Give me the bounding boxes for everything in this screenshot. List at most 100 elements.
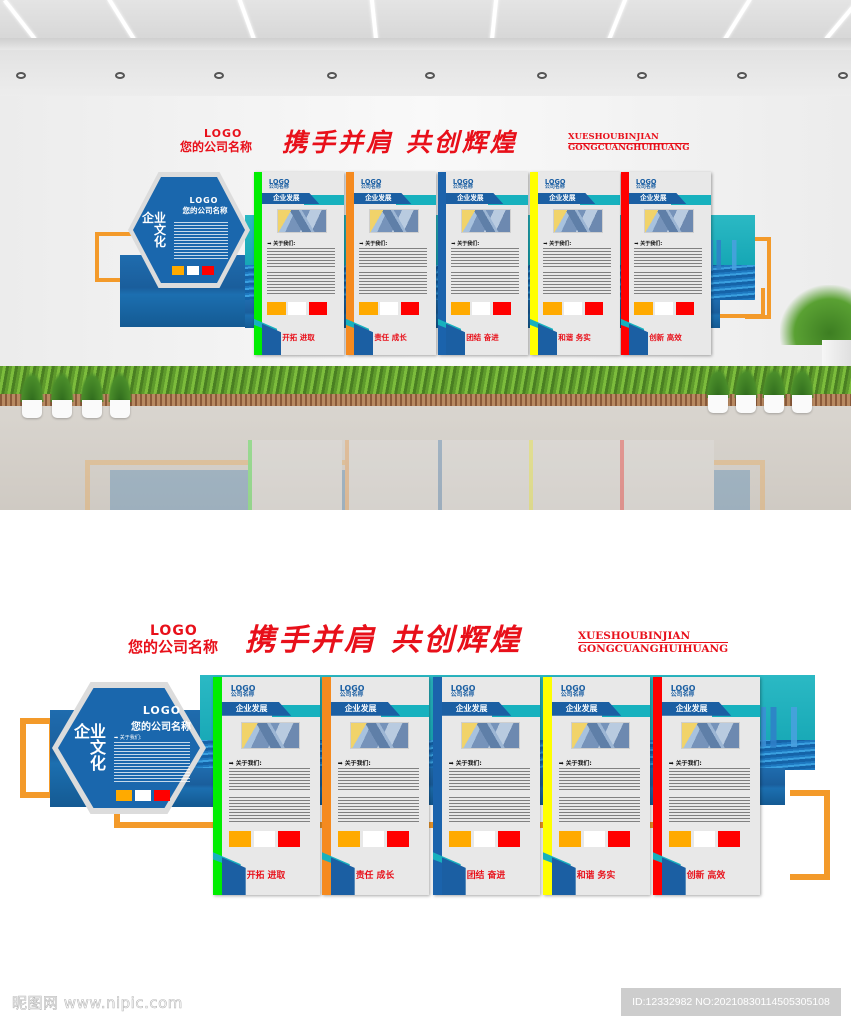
panel-corner-accent (661, 857, 686, 895)
panel-photo-buildings (680, 721, 741, 750)
panel-motto: 创新 高效 (686, 871, 726, 882)
panel-color-stripe (653, 677, 662, 895)
panel-corner-accent (628, 323, 649, 355)
panel-color-stripe (322, 677, 331, 895)
panel-company-name: 公司名称 (450, 691, 475, 698)
panel-photo-buildings (553, 209, 603, 233)
panel-corner-accent (330, 857, 355, 895)
ceiling-lip (0, 38, 851, 50)
panel-about-label: ➡ 关于我们: (451, 241, 480, 248)
panel-logo: LOGO (339, 683, 365, 693)
panel-motto: 责任 成长 (374, 333, 407, 343)
panel-photo-buildings (277, 209, 327, 233)
panel-photo-buildings (461, 209, 511, 233)
hex-culture-panel: LOGO 您的公司名称 ➡ 关于我们: 企业 文 化 (52, 682, 206, 814)
header-slogan: 携手并肩 共创辉煌 (245, 623, 523, 658)
panel-heading: 企业发展 (221, 701, 292, 716)
panel-color-stripe (438, 172, 446, 355)
panel-corner-accent (221, 857, 246, 895)
watermark-id: ID:12332982 NO:20210830114505305108 (621, 988, 841, 1016)
culture-panel: LOGO 公司名称 企业发展 ➡ 关于我们: 团结 奋进 (433, 677, 540, 895)
panel-motto: 团结 奋进 (466, 871, 506, 882)
panel-heading: 企业发展 (551, 701, 622, 716)
panel-about-label: ➡ 关于我们: (543, 241, 572, 248)
panel-motto: 和谐 务实 (558, 333, 591, 343)
panel-logo: LOGO (635, 177, 657, 186)
panel-company-name: 公司名称 (560, 691, 585, 698)
culture-panel: LOGO 公司名称 企业发展 ➡ 关于我们: 创新 高效 (621, 172, 711, 355)
ceiling (0, 0, 851, 42)
panel-corner-accent (537, 323, 558, 355)
hex-panel-preview: LOGO 您的公司名称 企业 文 化 (128, 172, 250, 288)
hex-color-swatches (116, 790, 170, 801)
panel-body-text (668, 768, 750, 792)
panel-body-text (267, 272, 336, 294)
panel-company-name: 公司名称 (230, 691, 255, 698)
panel-body-text (267, 248, 336, 269)
panel-color-stripe (543, 677, 552, 895)
panel-body-text (228, 768, 310, 792)
header-pinyin: XUESHOUBINJIAN GONGCUANGHUIHUANG (578, 630, 729, 656)
panel-color-swatches (451, 301, 512, 315)
panel-body-text (448, 796, 530, 823)
panel-motto: 和谐 务实 (576, 871, 616, 882)
panel-motto: 责任 成长 (355, 871, 395, 882)
panel-color-stripe (530, 172, 538, 355)
panel-photo-buildings (240, 721, 301, 750)
wall-design-flat: LOGO 您的公司名称 ➡ 关于我们: 企业 文 化 LOGO 公司名称 企业发… (0, 600, 851, 900)
panel-about-label: ➡ 关于我们: (634, 241, 663, 248)
panel-logo: LOGO (544, 177, 566, 186)
panel-about-label: ➡ 关于我们: (337, 761, 371, 768)
city-skyline (755, 707, 815, 747)
panel-body-text (448, 768, 530, 792)
culture-panel: LOGO 公司名称 企业发展 ➡ 关于我们: 开拓 进取 (213, 677, 320, 895)
culture-panel: LOGO 公司名称 企业发展 ➡ 关于我们: 开拓 进取 (254, 172, 344, 355)
panel-color-stripe (254, 172, 262, 355)
panel-motto: 开拓 进取 (246, 871, 286, 882)
panel-body-text (634, 272, 703, 294)
panel-body-text (451, 272, 520, 294)
panel-about-label: ➡ 关于我们: (359, 241, 388, 248)
panel-heading: 企业发展 (441, 701, 512, 716)
panel-photo-buildings (460, 721, 521, 750)
panel-body-text (359, 272, 428, 294)
panel-company-name: 公司名称 (268, 184, 289, 191)
panel-company-name: 公司名称 (670, 691, 695, 698)
header-company-name: 您的公司名称 (128, 638, 219, 656)
panel-company-name: 公司名称 (360, 184, 381, 191)
panel-heading: 企业发展 (445, 192, 504, 205)
panel-heading: 企业发展 (261, 192, 320, 205)
potted-plant-large (780, 285, 851, 345)
culture-panel: LOGO 公司名称 企业发展 ➡ 关于我们: 和谐 务实 (530, 172, 620, 355)
panel-color-swatches (558, 831, 631, 848)
panel-logo: LOGO (450, 683, 476, 693)
panel-heading: 企业发展 (330, 701, 401, 716)
panel-company-name: 公司名称 (339, 691, 364, 698)
swatch-orange (116, 790, 132, 801)
panel-company-name: 公司名称 (544, 184, 565, 191)
culture-panel: LOGO 公司名称 企业发展 ➡ 关于我们: 责任 成长 (346, 172, 436, 355)
panel-color-stripe (213, 677, 222, 895)
panel-photo-buildings (369, 209, 419, 233)
room-mockup-scene: LOGO 您的公司名称 企业 文 化 LOGO 公司名称 企业发展 ➡ 关于我们… (0, 0, 851, 510)
panel-heading: 企业发展 (537, 192, 596, 205)
panel-corner-accent (353, 323, 374, 355)
culture-title: 企业 文 化 (74, 722, 107, 773)
panel-body-text (228, 796, 310, 823)
panel-photo-buildings (570, 721, 631, 750)
watermark-site: 昵图网 www.nipic.com (12, 994, 183, 1013)
culture-panel: LOGO 公司名称 企业发展 ➡ 关于我们: 责任 成长 (322, 677, 429, 895)
panel-color-stripe (621, 172, 629, 355)
panel-company-name: 公司名称 (635, 184, 656, 191)
panel-body-text (668, 796, 750, 823)
panel-corner-accent (261, 323, 282, 355)
panel-motto: 团结 奋进 (466, 333, 499, 343)
panel-color-swatches (359, 301, 420, 315)
swatch-white (135, 790, 151, 801)
panel-color-swatches (543, 301, 604, 315)
panel-body-text (543, 248, 612, 269)
panel-color-swatches (228, 831, 301, 848)
panel-logo: LOGO (268, 177, 290, 186)
culture-panel: LOGO 公司名称 企业发展 ➡ 关于我们: 创新 高效 (653, 677, 760, 895)
panel-color-swatches (634, 301, 695, 315)
